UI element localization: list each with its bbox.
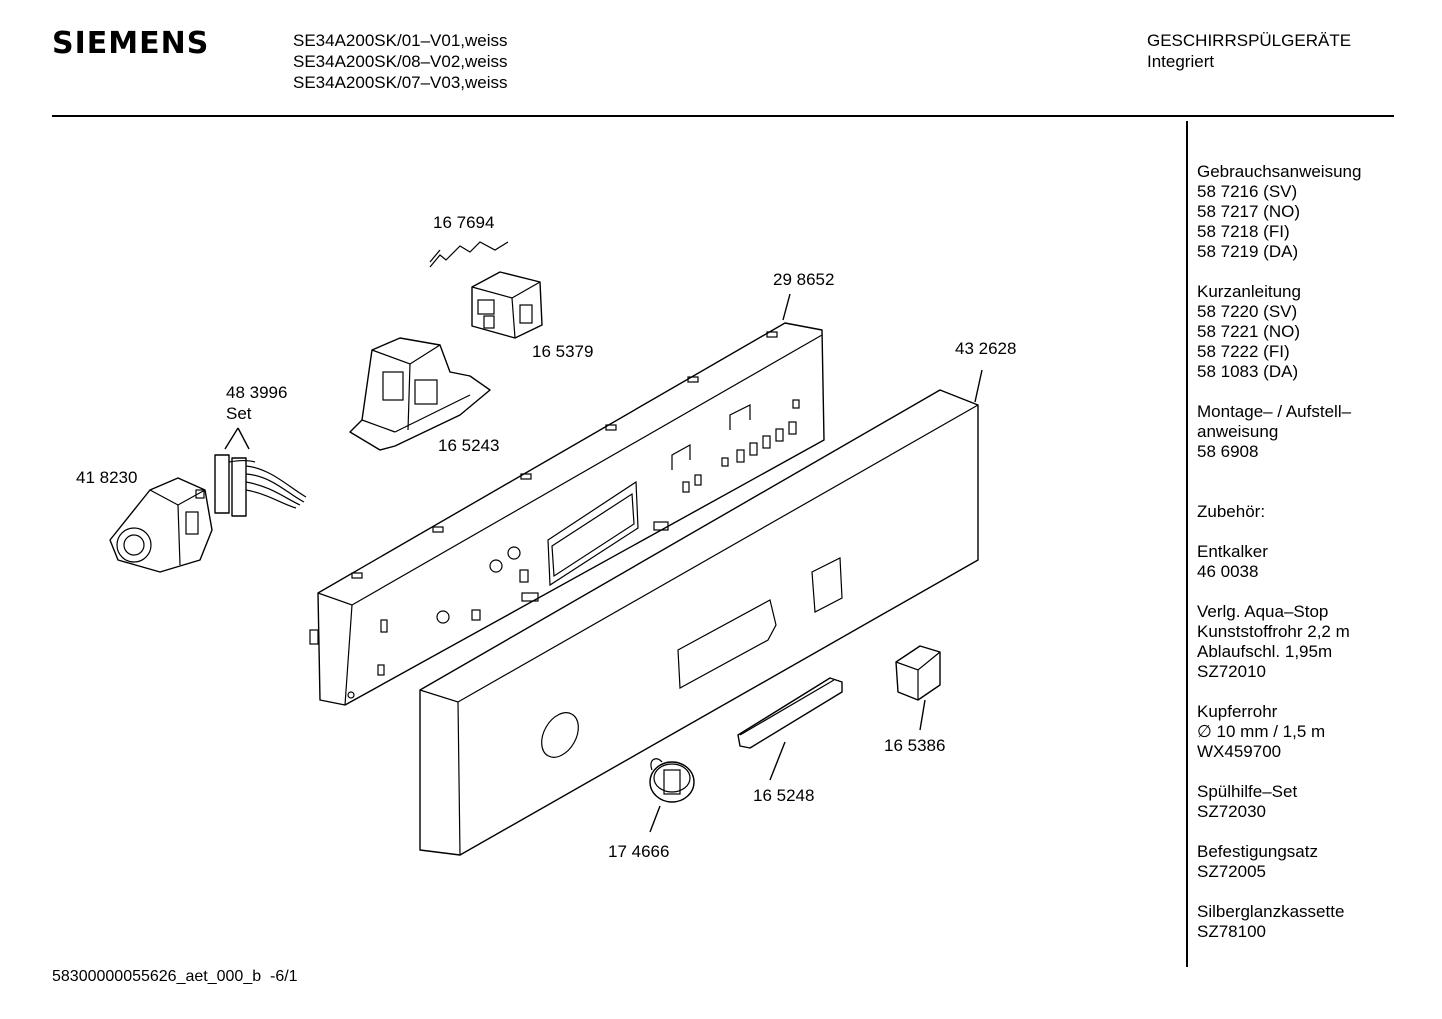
group-title: Kurzanleitung [1197, 282, 1301, 301]
doc-number: 58 7217 (NO) [1197, 202, 1300, 221]
doc-number: WX459700 [1197, 742, 1282, 761]
part-label-165243: 16 5243 [438, 436, 499, 455]
part-label-483996-set: Set [226, 404, 252, 423]
group-title: Entkalker [1197, 542, 1268, 561]
part-label-165248: 16 5248 [753, 786, 814, 805]
exploded-view-diagram: 16 7694 16 5379 16 5243 [76, 213, 1016, 861]
short-guide-group: Kurzanleitung 58 7220 (SV) 58 7221 (NO) … [1197, 282, 1432, 382]
doc-number: SZ72030 [1197, 802, 1266, 821]
copper-group: Kupferrohr ∅ 10 mm / 1,5 m WX459700 [1197, 702, 1432, 762]
doc-number: 58 7222 (FI) [1197, 342, 1290, 361]
mounting-group: Befestigungsatz SZ72005 [1197, 842, 1432, 882]
doc-number: 58 7221 (NO) [1197, 322, 1300, 341]
brand-logo: SIEMENS [52, 26, 210, 61]
doc-number: 58 7218 (FI) [1197, 222, 1290, 241]
part-label-298652: 29 8652 [773, 270, 834, 289]
push-button-part [895, 645, 941, 701]
rinse-group: Spülhilfe–Set SZ72030 [1197, 782, 1432, 822]
spring-clip-part [429, 241, 509, 268]
group-title: Montage– / Aufstell– [1197, 402, 1352, 421]
install-group: Montage– / Aufstell– anweisung 58 6908 [1197, 402, 1432, 462]
silver-group: Silberglanzkassette SZ78100 [1197, 902, 1432, 942]
group-title: anweisung [1197, 422, 1279, 441]
leader-line [769, 741, 786, 781]
cover-strip-part [737, 677, 843, 749]
manual-group: Gebrauchsanweisung 58 7216 (SV) 58 7217 … [1197, 162, 1432, 262]
front-panel-part [419, 389, 979, 856]
doc-number: SZ78100 [1197, 922, 1266, 941]
group-title: Verlg. Aqua–Stop [1197, 602, 1329, 621]
descaler-group: Entkalker 46 0038 [1197, 542, 1432, 582]
group-detail: Kunststoffrohr 2,2 m [1197, 622, 1350, 641]
documentation-sidebar: Gebrauchsanweisung 58 7216 (SV) 58 7217 … [1197, 162, 1432, 962]
doc-number: 46 0038 [1197, 562, 1259, 581]
part-label-165386: 16 5386 [884, 736, 945, 755]
doc-number: SZ72010 [1197, 662, 1266, 681]
doc-number: 58 6908 [1197, 442, 1259, 461]
accessories-heading: Zubehör: [1197, 502, 1432, 522]
model-list: SE34A200SK/01–V01,weiss SE34A200SK/08–V0… [293, 30, 508, 93]
group-detail: ∅ 10 mm / 1,5 m [1197, 722, 1326, 741]
switch-housing-part [471, 271, 543, 339]
part-label-432628: 43 2628 [955, 339, 1016, 358]
group-title: Spülhilfe–Set [1197, 782, 1298, 801]
doc-number: SZ72005 [1197, 862, 1266, 881]
category-subtitle: Integriert [1147, 52, 1215, 71]
category-block: GESCHIRRSPÜLGERÄTE Integriert [1147, 30, 1351, 72]
group-detail: Ablaufschl. 1,95m [1197, 642, 1333, 661]
header-divider [52, 115, 1394, 117]
aquastop-group: Verlg. Aqua–Stop Kunststoffrohr 2,2 m Ab… [1197, 602, 1432, 682]
doc-number: 58 7216 (SV) [1197, 182, 1298, 201]
group-title: Zubehör: [1197, 502, 1266, 521]
doc-number: 58 1083 (DA) [1197, 362, 1299, 381]
model-line: SE34A200SK/01–V01,weiss [293, 31, 508, 50]
doc-number: 58 7219 (DA) [1197, 242, 1299, 261]
model-line: SE34A200SK/08–V02,weiss [293, 52, 508, 71]
part-label-418230: 41 8230 [76, 468, 137, 487]
leader-line [974, 369, 983, 403]
bracket-part [349, 337, 491, 451]
model-line: SE34A200SK/07–V03,weiss [293, 73, 508, 92]
group-title: Befestigungsatz [1197, 842, 1318, 861]
part-label-165379: 16 5379 [532, 342, 593, 361]
part-label-174666: 17 4666 [608, 842, 669, 861]
part-label-483996: 48 3996 [226, 383, 287, 402]
leader-line [237, 427, 250, 450]
doc-number: 58 7220 (SV) [1197, 302, 1298, 321]
leader-line [919, 699, 926, 731]
cable-set-part [214, 454, 307, 517]
group-title: Silberglanzkassette [1197, 902, 1345, 921]
group-title: Kupferrohr [1197, 702, 1278, 721]
leader-line [224, 427, 239, 450]
panel-carrier-part [309, 322, 825, 706]
category-title: GESCHIRRSPÜLGERÄTE [1147, 31, 1352, 50]
leader-line [649, 805, 661, 833]
group-title: Gebrauchsanweisung [1197, 162, 1362, 181]
footer-code: 58300000055626_aet_000_b -6/1 [52, 968, 298, 985]
part-label-167694: 16 7694 [433, 213, 494, 232]
leader-line [782, 293, 791, 321]
program-selector-part [109, 477, 213, 573]
knob-part [649, 758, 695, 803]
sidebar-divider [1186, 121, 1188, 967]
